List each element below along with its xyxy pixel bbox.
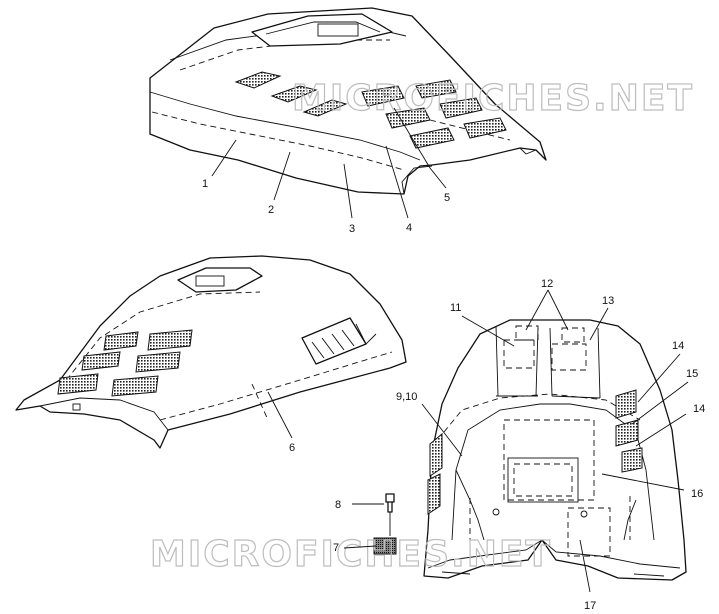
- callout-16: 16: [691, 488, 703, 500]
- callout-9-10: 9,10: [396, 391, 417, 403]
- callout-4: 4: [406, 222, 412, 234]
- callout-2: 2: [268, 204, 274, 216]
- callout-11: 11: [450, 302, 461, 314]
- callout-14b: 14: [693, 403, 705, 415]
- callout-3: 3: [349, 223, 355, 235]
- callout-5: 5: [444, 192, 450, 204]
- callout-1: 1: [202, 178, 208, 190]
- callout-12: 12: [541, 278, 553, 290]
- hood-top-assembly: [149, 7, 547, 195]
- callout-8: 8: [335, 499, 341, 511]
- callout-7: 7: [333, 542, 339, 554]
- callout-6: 6: [289, 442, 295, 454]
- leader-lines: [211, 107, 689, 593]
- hood-front-assembly: [423, 319, 687, 581]
- callout-14a: 14: [672, 340, 684, 352]
- fastener-parts: [373, 493, 397, 555]
- watermark-top: MICROFICHES.NET: [292, 78, 694, 119]
- callout-17: 17: [584, 600, 596, 612]
- watermark-group: MICROFICHES.NET MICROFICHES.NET: [149, 77, 694, 575]
- hood-left-assembly: [15, 255, 407, 449]
- callout-13: 13: [602, 295, 614, 307]
- callout-15: 15: [686, 368, 698, 380]
- callout-labels: 1 2 3 4 5 6 7 8 9,10 11 12 13 14 15 14 1…: [202, 178, 705, 612]
- watermark-bottom: MICROFICHES.NET: [150, 534, 552, 575]
